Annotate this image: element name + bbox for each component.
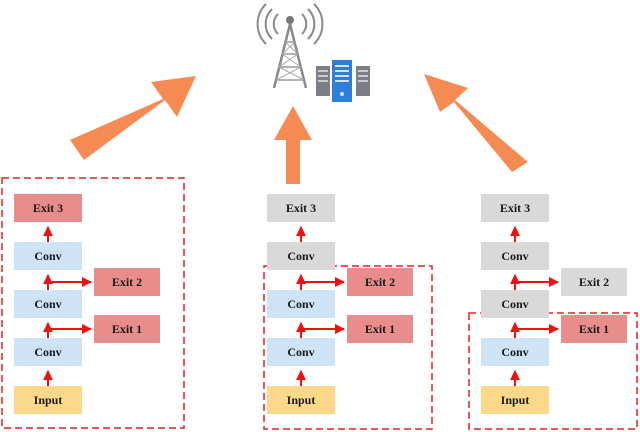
exit-1-block xyxy=(347,315,413,343)
conv-block xyxy=(14,290,82,318)
server-icon xyxy=(316,60,370,102)
upload-arrow-left xyxy=(70,76,196,160)
conv-label: Conv xyxy=(287,249,314,263)
partition-box xyxy=(263,265,433,430)
exit-2-block xyxy=(94,268,160,296)
input-label: Input xyxy=(501,393,530,407)
conv-label: Conv xyxy=(34,297,61,311)
exit-2-label: Exit 2 xyxy=(579,275,609,289)
conv-label: Conv xyxy=(501,297,528,311)
exit-3-label: Exit 3 xyxy=(286,201,316,215)
exit-3-block-offloaded xyxy=(267,194,335,222)
input-label: Input xyxy=(287,393,316,407)
exit-2-label: Exit 2 xyxy=(365,275,395,289)
exit-2-label: Exit 2 xyxy=(112,275,142,289)
upload-arrow-right xyxy=(424,74,528,172)
exit-3-block-offloaded xyxy=(481,194,549,222)
input-block xyxy=(14,386,82,414)
conv-label: Conv xyxy=(287,345,314,359)
exit-1-label: Exit 1 xyxy=(365,322,395,336)
conv-label: Conv xyxy=(501,249,528,263)
conv-label: Conv xyxy=(501,345,528,359)
exit-1-block xyxy=(561,315,627,343)
conv-label: Conv xyxy=(34,249,61,263)
exit-2-block xyxy=(347,268,413,296)
device-column-3: Input Conv Conv Conv Exit 3 Exit 2 Exit … xyxy=(468,194,638,430)
exit-3-block xyxy=(14,194,82,222)
conv-label: Conv xyxy=(34,345,61,359)
conv-block xyxy=(267,290,335,318)
input-label: Input xyxy=(34,393,63,407)
conv-block xyxy=(481,338,549,366)
input-block xyxy=(267,386,335,414)
device-column-2: Input Conv Conv Conv Exit 3 Exit 2 Exit … xyxy=(263,194,433,430)
exit-2-block-offloaded xyxy=(561,268,627,296)
exit-3-label: Exit 3 xyxy=(33,201,63,215)
cell-tower-icon xyxy=(256,3,324,89)
conv-block xyxy=(14,242,82,270)
conv-block xyxy=(267,338,335,366)
device-column-1: Input Conv Conv Conv Exit 3 Exit 2 Exit … xyxy=(1,177,185,429)
conv-block-offloaded xyxy=(481,290,549,318)
conv-label: Conv xyxy=(287,297,314,311)
conv-block-offloaded xyxy=(267,242,335,270)
exit-3-label: Exit 3 xyxy=(500,201,530,215)
exit-1-label: Exit 1 xyxy=(579,322,609,336)
exit-1-label: Exit 1 xyxy=(112,322,142,336)
partition-box xyxy=(1,177,185,429)
conv-block xyxy=(14,338,82,366)
partition-box xyxy=(468,312,638,430)
exit-1-block xyxy=(94,315,160,343)
upload-arrow-center xyxy=(274,106,312,184)
conv-block-offloaded xyxy=(481,242,549,270)
input-block xyxy=(481,386,549,414)
